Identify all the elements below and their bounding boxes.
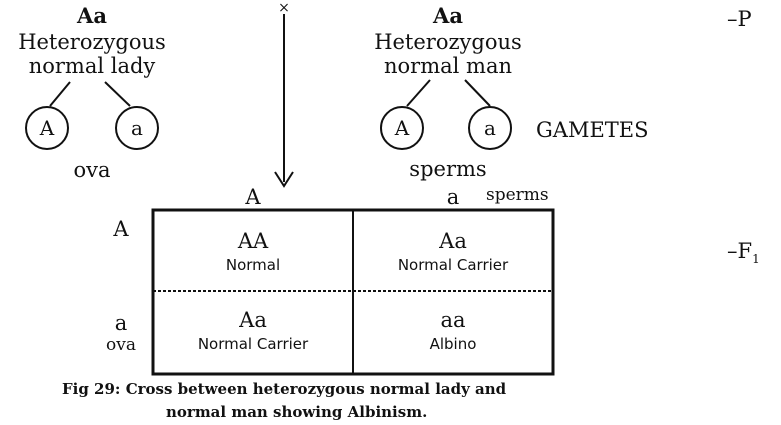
female-gamete-a-label: a — [131, 116, 143, 140]
female-gamete-A-circle: A — [25, 106, 69, 150]
figure-caption-line2: normal man showing Albinism. — [166, 403, 428, 421]
punnett-col-caption: sperms — [486, 185, 549, 205]
cell-aa-phenotype: Albino — [429, 335, 477, 353]
punnett-row-header-A: A — [113, 217, 129, 241]
generation-f1-subscript: 1 — [752, 252, 760, 267]
cell-Aa-bottom-phenotype: Normal Carrier — [197, 335, 309, 353]
female-description-line2: normal lady — [28, 54, 156, 78]
cell-AA-genotype: AA — [237, 229, 269, 253]
female-description-line1: Heterozygous — [18, 30, 166, 54]
male-gamete-a-circle: a — [468, 106, 512, 150]
male-gamete-A-circle: A — [380, 106, 424, 150]
gametes-label: GAMETES — [536, 118, 649, 142]
cell-Aa-bottom-genotype: Aa — [239, 308, 267, 332]
punnett-row-header-a: a — [114, 311, 128, 335]
male-branch-left — [406, 79, 431, 107]
male-genotype: Aa — [433, 3, 463, 28]
cell-AA-phenotype: Normal — [225, 256, 281, 274]
female-gamete-A-label: A — [39, 116, 55, 140]
cross-symbol: × — [278, 0, 290, 16]
figure-caption-line1: Fig 29: Cross between heterozygous norma… — [62, 380, 507, 398]
sperms-label: sperms — [409, 157, 487, 181]
female-genotype: Aa — [77, 3, 107, 28]
cross-arrow-head — [274, 171, 294, 188]
generation-f1-label: –F1 — [727, 239, 760, 267]
cell-Aa-top-genotype: Aa — [439, 229, 467, 253]
female-gamete-a-circle: a — [115, 106, 159, 150]
male-description-line1: Heterozygous — [374, 30, 522, 54]
punnett-row-caption: ova — [106, 335, 136, 355]
punnett-col-header-a: a — [446, 185, 460, 209]
male-gamete-a-label: a — [484, 116, 496, 140]
cell-Aa-top-phenotype: Normal Carrier — [397, 256, 509, 274]
male-branch-right — [464, 79, 491, 107]
punnett-col-header-A: A — [245, 185, 261, 209]
ova-label: ova — [73, 158, 111, 182]
generation-p-label: –P — [727, 7, 752, 31]
male-gamete-A-label: A — [394, 116, 410, 140]
male-description-line2: normal man — [384, 54, 512, 78]
female-branch-left — [49, 81, 71, 107]
female-branch-right — [104, 81, 131, 107]
cell-aa-genotype: aa — [440, 308, 466, 332]
